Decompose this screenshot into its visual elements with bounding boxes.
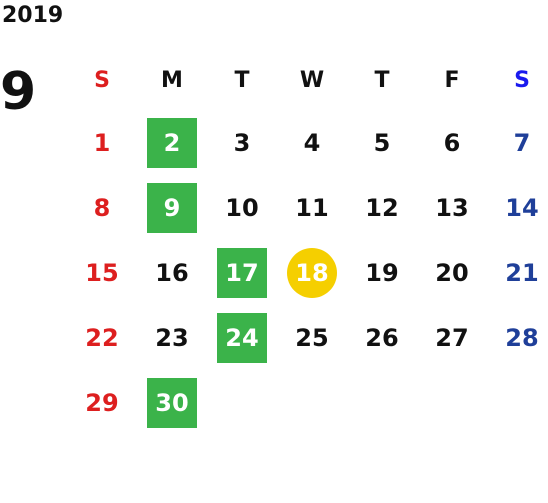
day-cell-empty: [487, 370, 548, 435]
day-number: 22: [85, 323, 119, 352]
day-cell[interactable]: 20: [417, 240, 487, 305]
day-number: 12: [365, 193, 399, 222]
weekday-mon: M: [161, 67, 183, 93]
day-cell[interactable]: 4: [277, 110, 347, 175]
day-cell[interactable]: 3: [207, 110, 277, 175]
day-cell[interactable]: 15: [67, 240, 137, 305]
day-number: 13: [435, 193, 469, 222]
day-number: 9: [147, 182, 197, 233]
day-number: 14: [505, 193, 539, 222]
weekday-sat: S: [514, 67, 530, 93]
day-cell[interactable]: 17: [207, 240, 277, 305]
day-cell-empty: [277, 370, 347, 435]
day-cell-today[interactable]: 18: [277, 240, 347, 305]
weekday-thu: T: [374, 67, 390, 93]
day-cell[interactable]: 14: [487, 175, 548, 240]
calendar-grid: S M T W T F S 1 2 3 4 5 6 7 8 9 10 11 12…: [67, 50, 548, 435]
day-cell[interactable]: 24: [207, 305, 277, 370]
day-cell[interactable]: 30: [137, 370, 207, 435]
day-number: 20: [435, 258, 469, 287]
day-number: 18: [287, 247, 337, 298]
day-number: 28: [505, 323, 539, 352]
day-cell-empty: [347, 370, 417, 435]
day-number: 27: [435, 323, 469, 352]
day-cell[interactable]: 23: [137, 305, 207, 370]
day-cell[interactable]: 12: [347, 175, 417, 240]
day-number: 25: [295, 323, 329, 352]
day-number: 15: [85, 258, 119, 287]
day-cell[interactable]: 5: [347, 110, 417, 175]
day-number: 10: [225, 193, 259, 222]
day-cell[interactable]: 11: [277, 175, 347, 240]
day-cell[interactable]: 21: [487, 240, 548, 305]
day-number: 11: [295, 193, 329, 222]
day-cell[interactable]: 1: [67, 110, 137, 175]
day-number: 29: [85, 388, 119, 417]
day-number: 16: [155, 258, 189, 287]
day-cell[interactable]: 9: [137, 175, 207, 240]
day-number: 26: [365, 323, 399, 352]
day-cell[interactable]: 25: [277, 305, 347, 370]
day-number: 23: [155, 323, 189, 352]
day-number: 6: [443, 128, 461, 157]
weekday-tue: T: [234, 67, 250, 93]
day-number: 3: [233, 128, 251, 157]
day-cell[interactable]: 29: [67, 370, 137, 435]
day-cell-empty: [207, 370, 277, 435]
day-number: 5: [373, 128, 391, 157]
day-number: 7: [513, 128, 531, 157]
day-cell[interactable]: 26: [347, 305, 417, 370]
day-cell[interactable]: 8: [67, 175, 137, 240]
day-number: 24: [217, 312, 267, 363]
day-cell[interactable]: 22: [67, 305, 137, 370]
day-number: 2: [147, 117, 197, 168]
weekday-wed: W: [299, 67, 325, 93]
day-number: 4: [303, 128, 321, 157]
weekday-fri: F: [444, 67, 460, 93]
day-cell[interactable]: 10: [207, 175, 277, 240]
day-cell-empty: [417, 370, 487, 435]
day-number: 1: [93, 128, 111, 157]
year-label: 2019: [2, 3, 64, 28]
day-cell[interactable]: 19: [347, 240, 417, 305]
day-cell[interactable]: 28: [487, 305, 548, 370]
day-cell[interactable]: 13: [417, 175, 487, 240]
day-number: 17: [217, 247, 267, 298]
day-cell[interactable]: 27: [417, 305, 487, 370]
day-cell[interactable]: 2: [137, 110, 207, 175]
day-cell[interactable]: 6: [417, 110, 487, 175]
day-number: 8: [93, 193, 111, 222]
day-cell[interactable]: 7: [487, 110, 548, 175]
day-number: 21: [505, 258, 539, 287]
day-number: 30: [147, 377, 197, 428]
day-cell[interactable]: 16: [137, 240, 207, 305]
month-label: 9: [0, 62, 37, 122]
weekday-sun: S: [94, 67, 110, 93]
day-number: 19: [365, 258, 399, 287]
